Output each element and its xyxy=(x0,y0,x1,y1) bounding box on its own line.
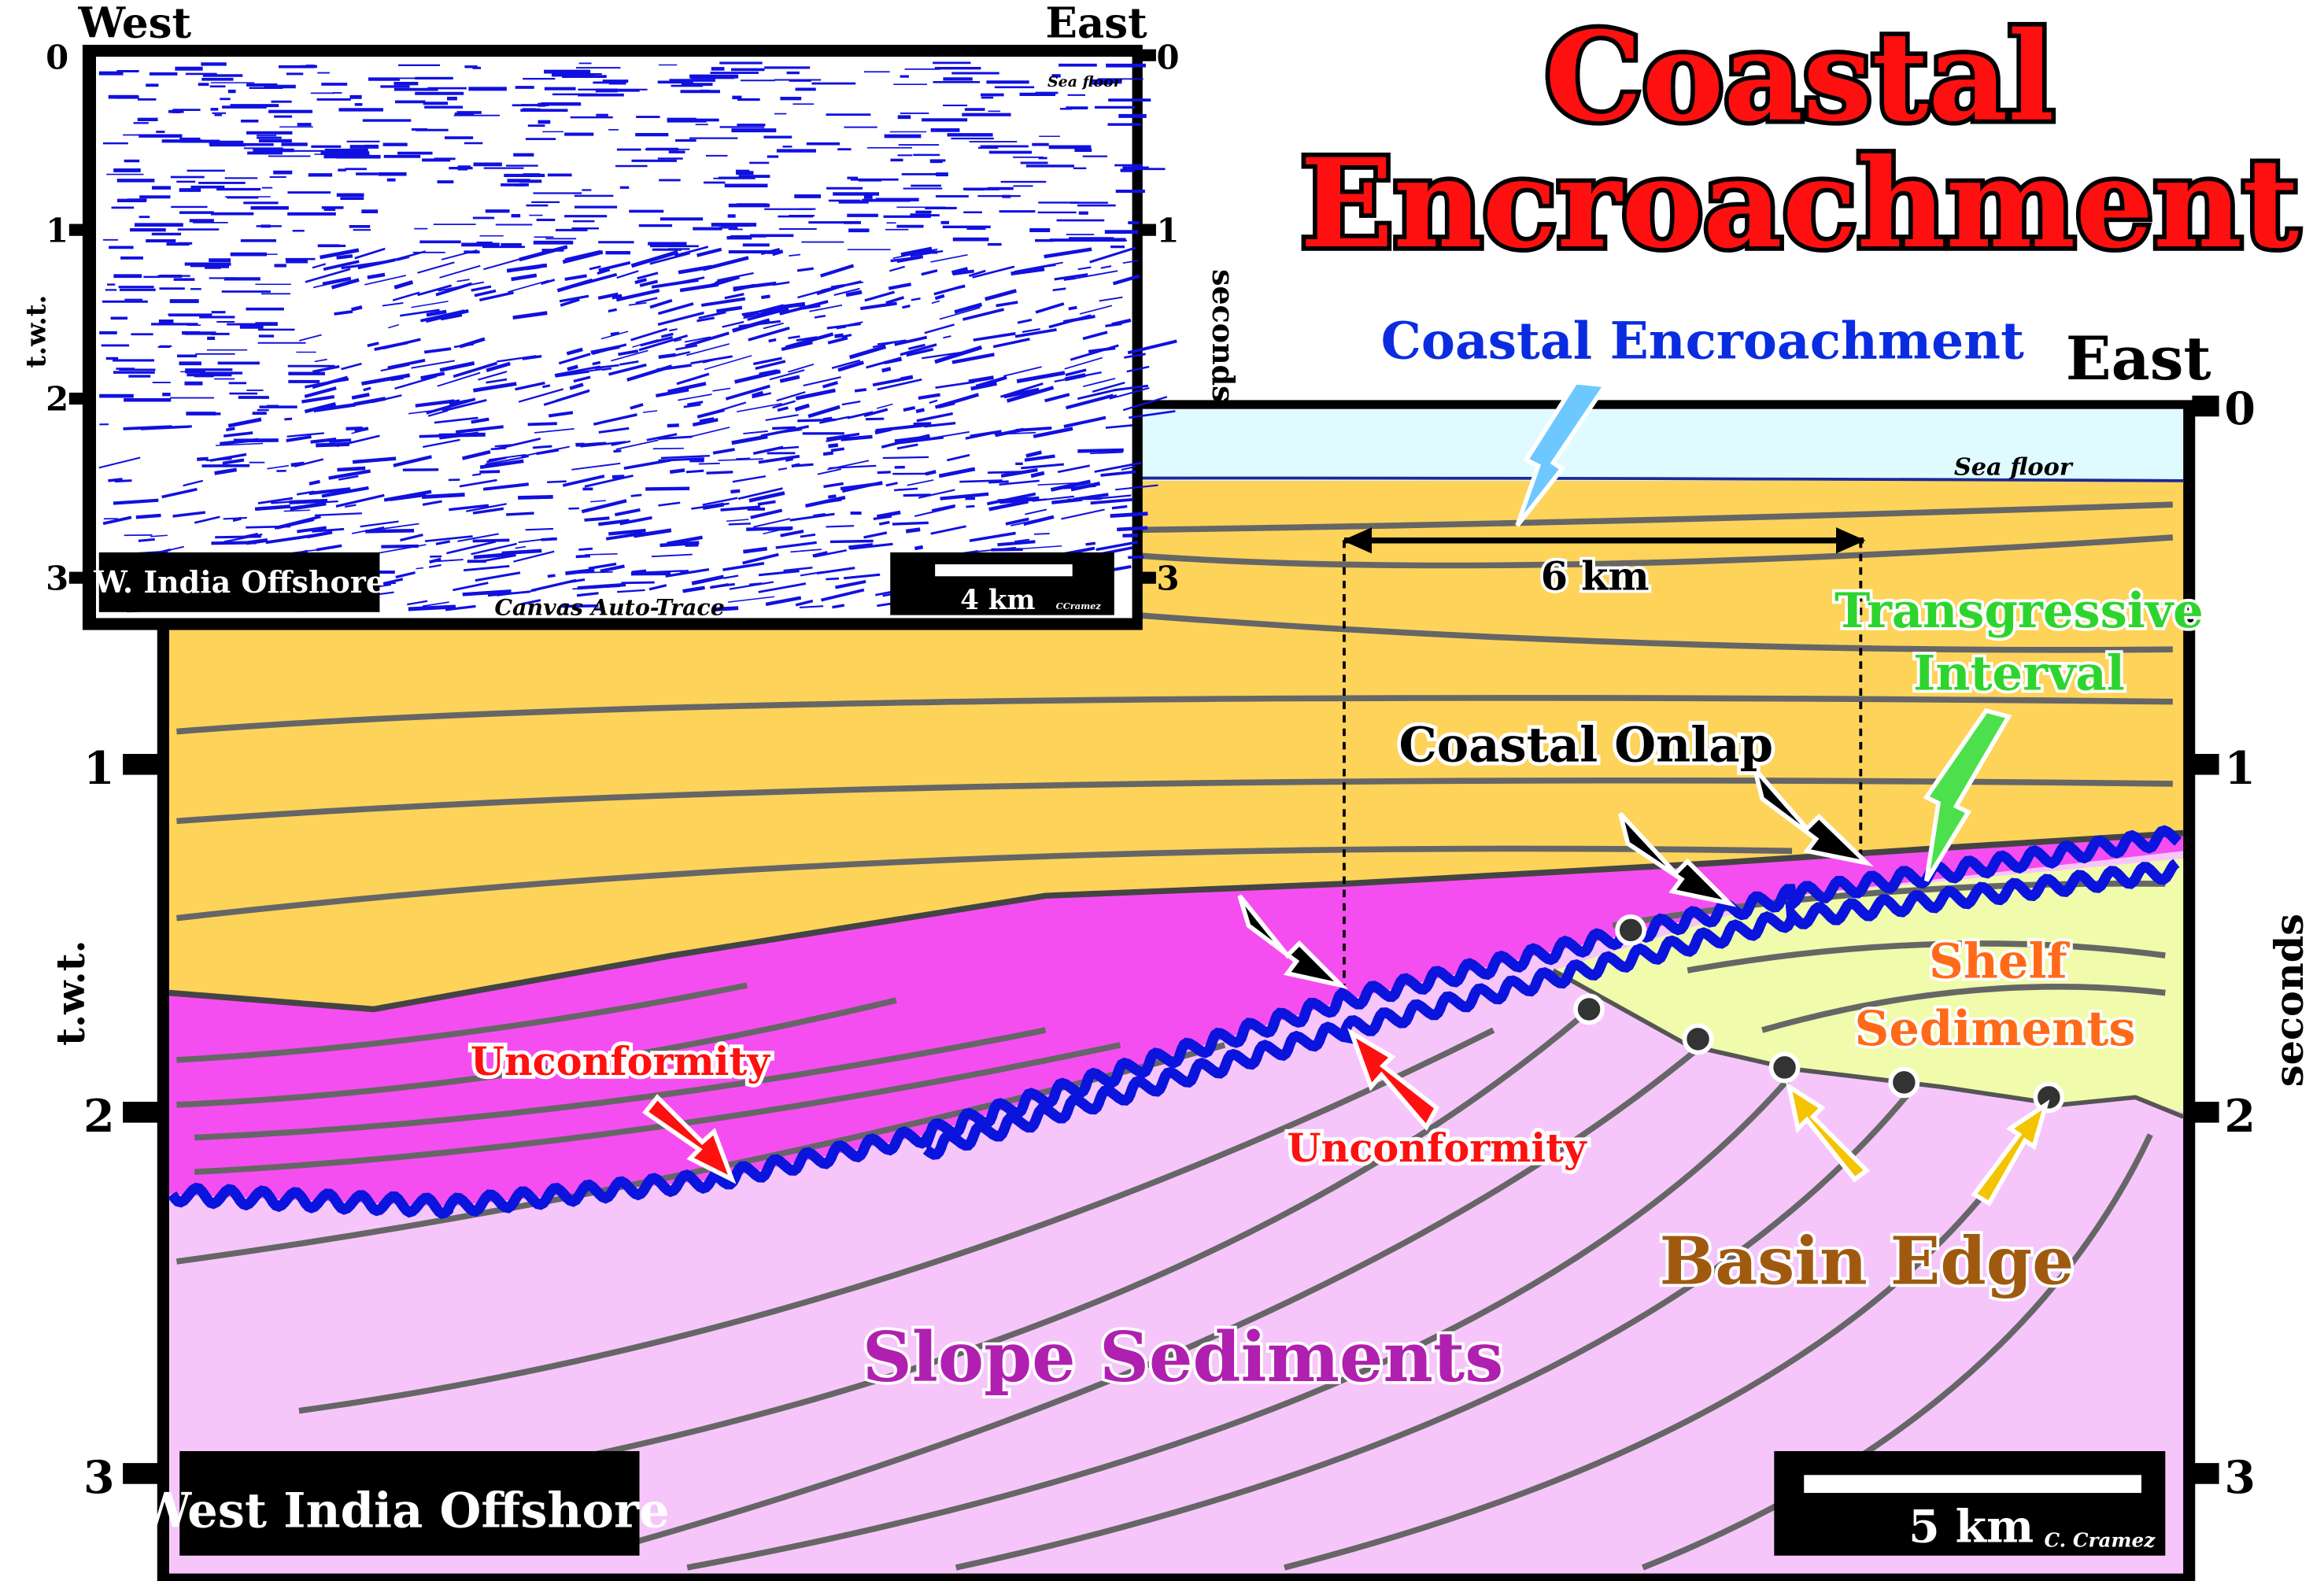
seismic-reflections xyxy=(98,61,1177,613)
main-axis-ticks xyxy=(123,395,2219,1484)
transgressive-arrow-icon xyxy=(1923,707,2012,882)
inset-author-label: CCramez xyxy=(1056,600,1102,611)
inset-tick-right-1: 1 xyxy=(1157,211,1180,249)
basin-edge-arrow-icon xyxy=(1971,1099,2050,1206)
reflector-lines xyxy=(176,501,2174,1571)
inset-location-label: W. India Offshore xyxy=(93,564,385,600)
inset-east-label: East xyxy=(1045,0,1147,47)
sediments-label: Sediments xyxy=(1855,1001,2136,1057)
axis-tick-1: 1 xyxy=(83,743,115,795)
basin-edge-label: Basin Edge xyxy=(1660,1222,2075,1299)
sea-floor-label: Sea floor xyxy=(1954,453,2074,481)
transgressive-label: Transgressive xyxy=(1834,583,2204,639)
distance-marker xyxy=(1342,527,1866,986)
interval-label: Interval xyxy=(1913,645,2125,701)
unconformity-arrow-icon xyxy=(641,1094,737,1184)
inset-tick-2: 2 xyxy=(46,380,68,419)
basin-edge-arrow-icon xyxy=(1786,1082,1871,1183)
inset-tick-0: 0 xyxy=(46,38,68,76)
axis-tick-right-3: 3 xyxy=(2224,1452,2256,1504)
inset-caption: Canvas Auto-Trace xyxy=(494,594,724,621)
scale-label: 5 km xyxy=(1908,1502,2034,1553)
main-section: 6 km Sea floor Coastal Encroachment East… xyxy=(48,308,2312,1581)
coastal-encroachment-arrow-icon xyxy=(1515,379,1609,527)
distance-label: 6 km xyxy=(1541,553,1650,599)
onlap-arrow-icon xyxy=(1618,811,1737,907)
slope-sediments-label: Slope Sediments xyxy=(863,1317,1504,1398)
inset-scale-label: 4 km xyxy=(960,585,1035,616)
seismic-inset: West East Sea floor W. India Offshore Ca… xyxy=(20,0,1241,630)
inset-tick-right-0: 0 xyxy=(1157,38,1180,76)
arrow-icons xyxy=(641,379,2050,1206)
title-line-2: Encroachment xyxy=(1300,131,2299,275)
right-axis-label: seconds xyxy=(2267,914,2312,1087)
inset-right-axis-label: seconds xyxy=(1206,269,1241,402)
location-label: West India Offshore xyxy=(137,1483,670,1539)
unconformity-label-mid: Unconformity xyxy=(1288,1125,1587,1171)
axis-tick-right-2: 2 xyxy=(2224,1091,2256,1143)
title-line-1: Coastal xyxy=(1545,5,2055,149)
axis-tick-2: 2 xyxy=(83,1091,115,1143)
inset-left-axis-label: t.w.t. xyxy=(20,295,52,368)
unconformity-line-upper xyxy=(922,859,2180,1160)
coastal-encroachment-label: Coastal Encroachment xyxy=(1381,311,2024,371)
unconformity-label-left: Unconformity xyxy=(471,1039,770,1084)
east-label: East xyxy=(2066,323,2211,393)
left-axis-label: t.w.t. xyxy=(48,940,94,1046)
onlap-arrow-icon xyxy=(1237,894,1349,989)
coastal-onlap-label: Coastal Onlap xyxy=(1398,718,1773,774)
unconformity-line xyxy=(168,825,2182,1220)
author-label: C. Cramez xyxy=(2044,1528,2156,1551)
onlap-arrow-icon xyxy=(1752,767,1874,867)
axis-tick-3: 3 xyxy=(83,1452,115,1504)
shelf-label: Shelf xyxy=(1929,934,2071,990)
inset-west-label: West xyxy=(78,0,192,47)
inset-tick-3: 3 xyxy=(46,559,68,597)
inset-tick-1: 1 xyxy=(46,211,68,249)
unconformity-arrow-icon xyxy=(1347,1028,1440,1132)
axis-tick-right-1: 1 xyxy=(2224,743,2256,795)
inset-sea-floor-label: Sea floor xyxy=(1047,73,1123,91)
inset-tick-right-3: 3 xyxy=(1157,559,1180,597)
basin-edge-points xyxy=(1573,914,2065,1114)
title: Coastal Encroachment xyxy=(1295,0,2304,280)
axis-tick-right-0: 0 xyxy=(2224,383,2256,435)
